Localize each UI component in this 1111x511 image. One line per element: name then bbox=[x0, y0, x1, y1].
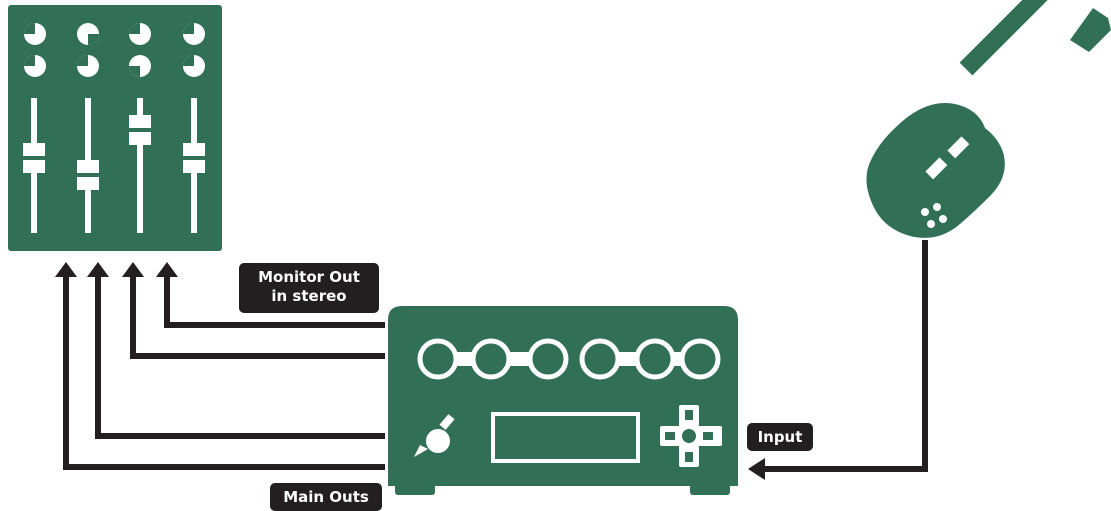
mixer-fader bbox=[129, 98, 151, 233]
mixer-knob bbox=[24, 55, 46, 77]
main-out-line-left bbox=[63, 275, 385, 470]
monitor-out-line-right bbox=[164, 275, 385, 328]
knob-icon bbox=[414, 414, 455, 457]
monitor-out-label: Monitor Out in stereo bbox=[239, 263, 379, 313]
arrow-up-icon bbox=[55, 262, 77, 277]
directional-pad-icon bbox=[660, 405, 722, 467]
effects-processor-icon bbox=[388, 306, 738, 495]
mixer-knob bbox=[77, 55, 99, 77]
mixer-knob bbox=[129, 55, 151, 77]
mixer-knob bbox=[183, 55, 205, 77]
input-line bbox=[762, 240, 928, 472]
mixer-knob bbox=[24, 23, 46, 45]
arrowheads bbox=[55, 262, 765, 480]
arrow-up-icon bbox=[87, 262, 109, 277]
electric-guitar-icon bbox=[866, 0, 1111, 238]
mixer-knob bbox=[183, 23, 205, 45]
input-label: Input bbox=[747, 423, 813, 451]
monitor-out-label-line1: Monitor Out bbox=[258, 268, 360, 286]
arrow-left-icon bbox=[748, 458, 765, 480]
mixer-knob bbox=[129, 23, 151, 45]
main-outs-label: Main Outs bbox=[270, 483, 382, 511]
signal-lines bbox=[63, 240, 928, 472]
mixer-knob bbox=[77, 23, 99, 45]
arrow-up-icon bbox=[156, 262, 178, 277]
monitor-out-line-left bbox=[130, 275, 385, 359]
mixing-console-icon bbox=[8, 5, 222, 251]
mixer-fader bbox=[23, 98, 45, 233]
mixer-fader bbox=[183, 98, 205, 233]
mixer-fader bbox=[77, 98, 99, 233]
lcd-display-icon bbox=[491, 412, 640, 463]
arrow-up-icon bbox=[122, 262, 144, 277]
monitor-out-label-line2: in stereo bbox=[271, 287, 347, 305]
main-out-line-right bbox=[95, 275, 385, 439]
